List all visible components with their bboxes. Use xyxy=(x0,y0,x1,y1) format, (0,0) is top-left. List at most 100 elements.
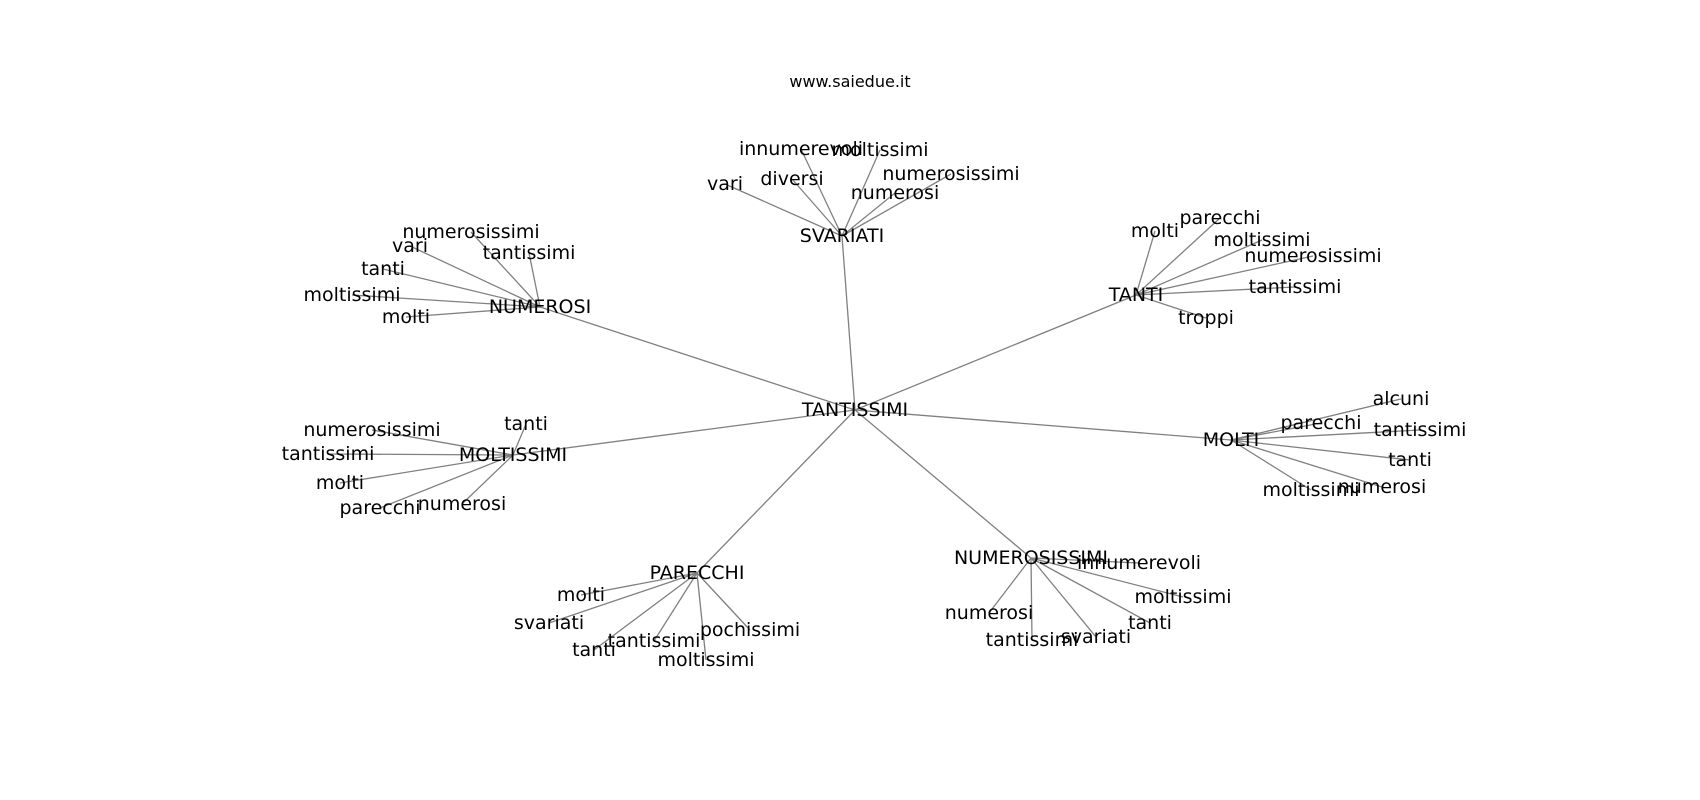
edge-numerosissimi-numerosi xyxy=(988,557,1032,614)
edge-svariati-numerosissimi xyxy=(841,173,952,237)
edge-moltissimi-numerosissimi xyxy=(371,429,514,456)
node-hub-numerosi: NUMEROSI xyxy=(489,296,591,318)
node-leaf-pochissimi: pochissimi xyxy=(700,619,800,641)
node-leaf-numerosi: numerosi xyxy=(945,602,1033,624)
edge-parecchi-svariati xyxy=(548,572,698,624)
node-leaf-molti: molti xyxy=(382,306,430,328)
edge-numerosi-tanti xyxy=(382,268,541,308)
node-leaf-innumerevoli: innumerevoli xyxy=(1077,552,1201,574)
edge-root-svariati xyxy=(841,235,856,411)
edge-tanti-molti xyxy=(1135,230,1156,296)
node-leaf-molti: molti xyxy=(1131,220,1179,242)
node-leaf-parecchi: parecchi xyxy=(339,497,420,519)
edge-numerosi-numerosissimi xyxy=(470,231,541,308)
edge-svariati-moltissimi xyxy=(841,149,881,237)
node-leaf-svariati: svariati xyxy=(514,612,584,634)
node-leaf-tantissimi: tantissimi xyxy=(483,242,576,264)
node-leaf-tanti: tanti xyxy=(504,413,548,435)
node-hub-tanti: TANTI xyxy=(1108,284,1164,306)
edge-tanti-moltissimi xyxy=(1135,239,1263,296)
node-leaf-alcuni: alcuni xyxy=(1373,388,1430,410)
diagram-caption: www.saiedue.it xyxy=(789,72,911,91)
edge-molti-tanti xyxy=(1230,439,1411,461)
edge-numerosissimi-tanti xyxy=(1030,557,1151,624)
node-leaf-parecchi: parecchi xyxy=(1280,412,1361,434)
edge-numerosissimi-innumerevoli xyxy=(1030,557,1140,564)
edge-tanti-tantissimi xyxy=(1135,286,1296,296)
node-hub-svariati: SVARIATI xyxy=(800,225,884,247)
node-leaf-moltissimi: moltissimi xyxy=(303,284,400,306)
node-hub-molti: MOLTI xyxy=(1203,429,1260,451)
node-leaf-numerosissimi: numerosissimi xyxy=(882,163,1019,185)
node-leaf-innumerevoli: innumerevoli xyxy=(739,138,863,160)
edge-root-parecchi xyxy=(696,409,856,574)
edge-svariati-vari xyxy=(724,183,843,237)
edge-molti-moltissimi xyxy=(1230,439,1312,491)
edge-tanti-numerosissimi xyxy=(1135,255,1314,296)
edge-tanti-troppi xyxy=(1135,294,1207,319)
edge-svariati-innumerevoli xyxy=(800,148,843,237)
edge-numerosi-vari xyxy=(409,245,541,308)
node-hub-parecchi: PARECCHI xyxy=(650,562,745,584)
edge-molti-parecchi xyxy=(1230,422,1322,441)
edge-svariati-numerosi xyxy=(841,192,896,237)
node-leaf-moltissimi: moltissimi xyxy=(1213,229,1310,251)
edge-molti-tantissimi xyxy=(1230,429,1421,441)
edge-numerosissimi-svariati xyxy=(1030,557,1097,638)
edge-tanti-parecchi xyxy=(1135,217,1221,296)
node-leaf-numerosi: numerosi xyxy=(418,493,506,515)
node-leaf-moltissimi: moltissimi xyxy=(1262,479,1359,501)
node-leaf-vari: vari xyxy=(707,173,743,195)
node-leaf-tanti: tanti xyxy=(361,258,405,280)
edge-parecchi-molti xyxy=(580,572,698,596)
edge-root-molti xyxy=(854,409,1232,441)
edge-root-moltissimi xyxy=(512,409,856,456)
node-leaf-tantissimi: tantissimi xyxy=(608,630,701,652)
node-leaf-numerosi: numerosi xyxy=(851,182,939,204)
edge-root-numerosissimi xyxy=(854,409,1032,559)
edge-root-numerosi xyxy=(539,306,856,411)
node-leaf-tanti: tanti xyxy=(1388,449,1432,471)
edge-svariati-diversi xyxy=(791,178,843,237)
node-leaf-numerosissimi: numerosissimi xyxy=(1244,245,1381,267)
node-hub-moltissimi: MOLTISSIMI xyxy=(459,444,567,466)
node-leaf-moltissimi: moltissimi xyxy=(657,649,754,671)
node-leaf-vari: vari xyxy=(392,235,428,257)
edge-moltissimi-parecchi xyxy=(379,454,514,509)
node-leaf-moltissimi: moltissimi xyxy=(831,139,928,161)
node-leaf-parecchi: parecchi xyxy=(1179,207,1260,229)
edge-root-tanti xyxy=(854,294,1137,411)
node-leaf-tantissimi: tantissimi xyxy=(1249,276,1342,298)
node-leaf-diversi: diversi xyxy=(760,168,823,190)
edge-parecchi-tantissimi xyxy=(653,572,698,642)
edge-molti-numerosi xyxy=(1230,439,1383,488)
node-leaf-molti: molti xyxy=(316,472,364,494)
node-leaf-troppi: troppi xyxy=(1178,307,1234,329)
node-leaf-numerosissimi: numerosissimi xyxy=(402,221,539,243)
edge-molti-alcuni xyxy=(1230,398,1402,441)
node-leaf-numerosi: numerosi xyxy=(1338,476,1426,498)
edge-numerosissimi-tantissimi xyxy=(1030,557,1033,641)
edge-parecchi-pochissimi xyxy=(696,572,751,631)
node-leaf-tantissimi: tantissimi xyxy=(1374,419,1467,441)
edge-moltissimi-molti xyxy=(339,454,514,484)
node-leaf-tanti: tanti xyxy=(572,639,616,661)
edge-moltissimi-numerosi xyxy=(461,454,514,505)
edge-numerosissimi-moltissimi xyxy=(1030,557,1184,598)
node-leaf-moltissimi: moltissimi xyxy=(1134,586,1231,608)
node-leaf-tanti: tanti xyxy=(1128,612,1172,634)
node-leaf-tantissimi: tantissimi xyxy=(986,629,1079,651)
edge-parecchi-tanti xyxy=(593,572,698,651)
edge-numerosi-tantissimi xyxy=(528,252,541,308)
node-leaf-svariati: svariati xyxy=(1061,626,1131,648)
edge-numerosi-moltissimi xyxy=(351,294,541,308)
node-hub-numerosissimi: NUMEROSISSIMI xyxy=(954,547,1108,569)
node-leaf-numerosissimi: numerosissimi xyxy=(303,419,440,441)
edge-numerosi-molti xyxy=(405,306,541,318)
node-root: TANTISSIMI xyxy=(801,399,908,421)
edge-parecchi-moltissimi xyxy=(696,572,707,661)
node-leaf-tantissimi: tantissimi xyxy=(282,443,375,465)
node-leaf-molti: molti xyxy=(557,584,605,606)
edge-moltissimi-tantissimi xyxy=(327,453,514,456)
